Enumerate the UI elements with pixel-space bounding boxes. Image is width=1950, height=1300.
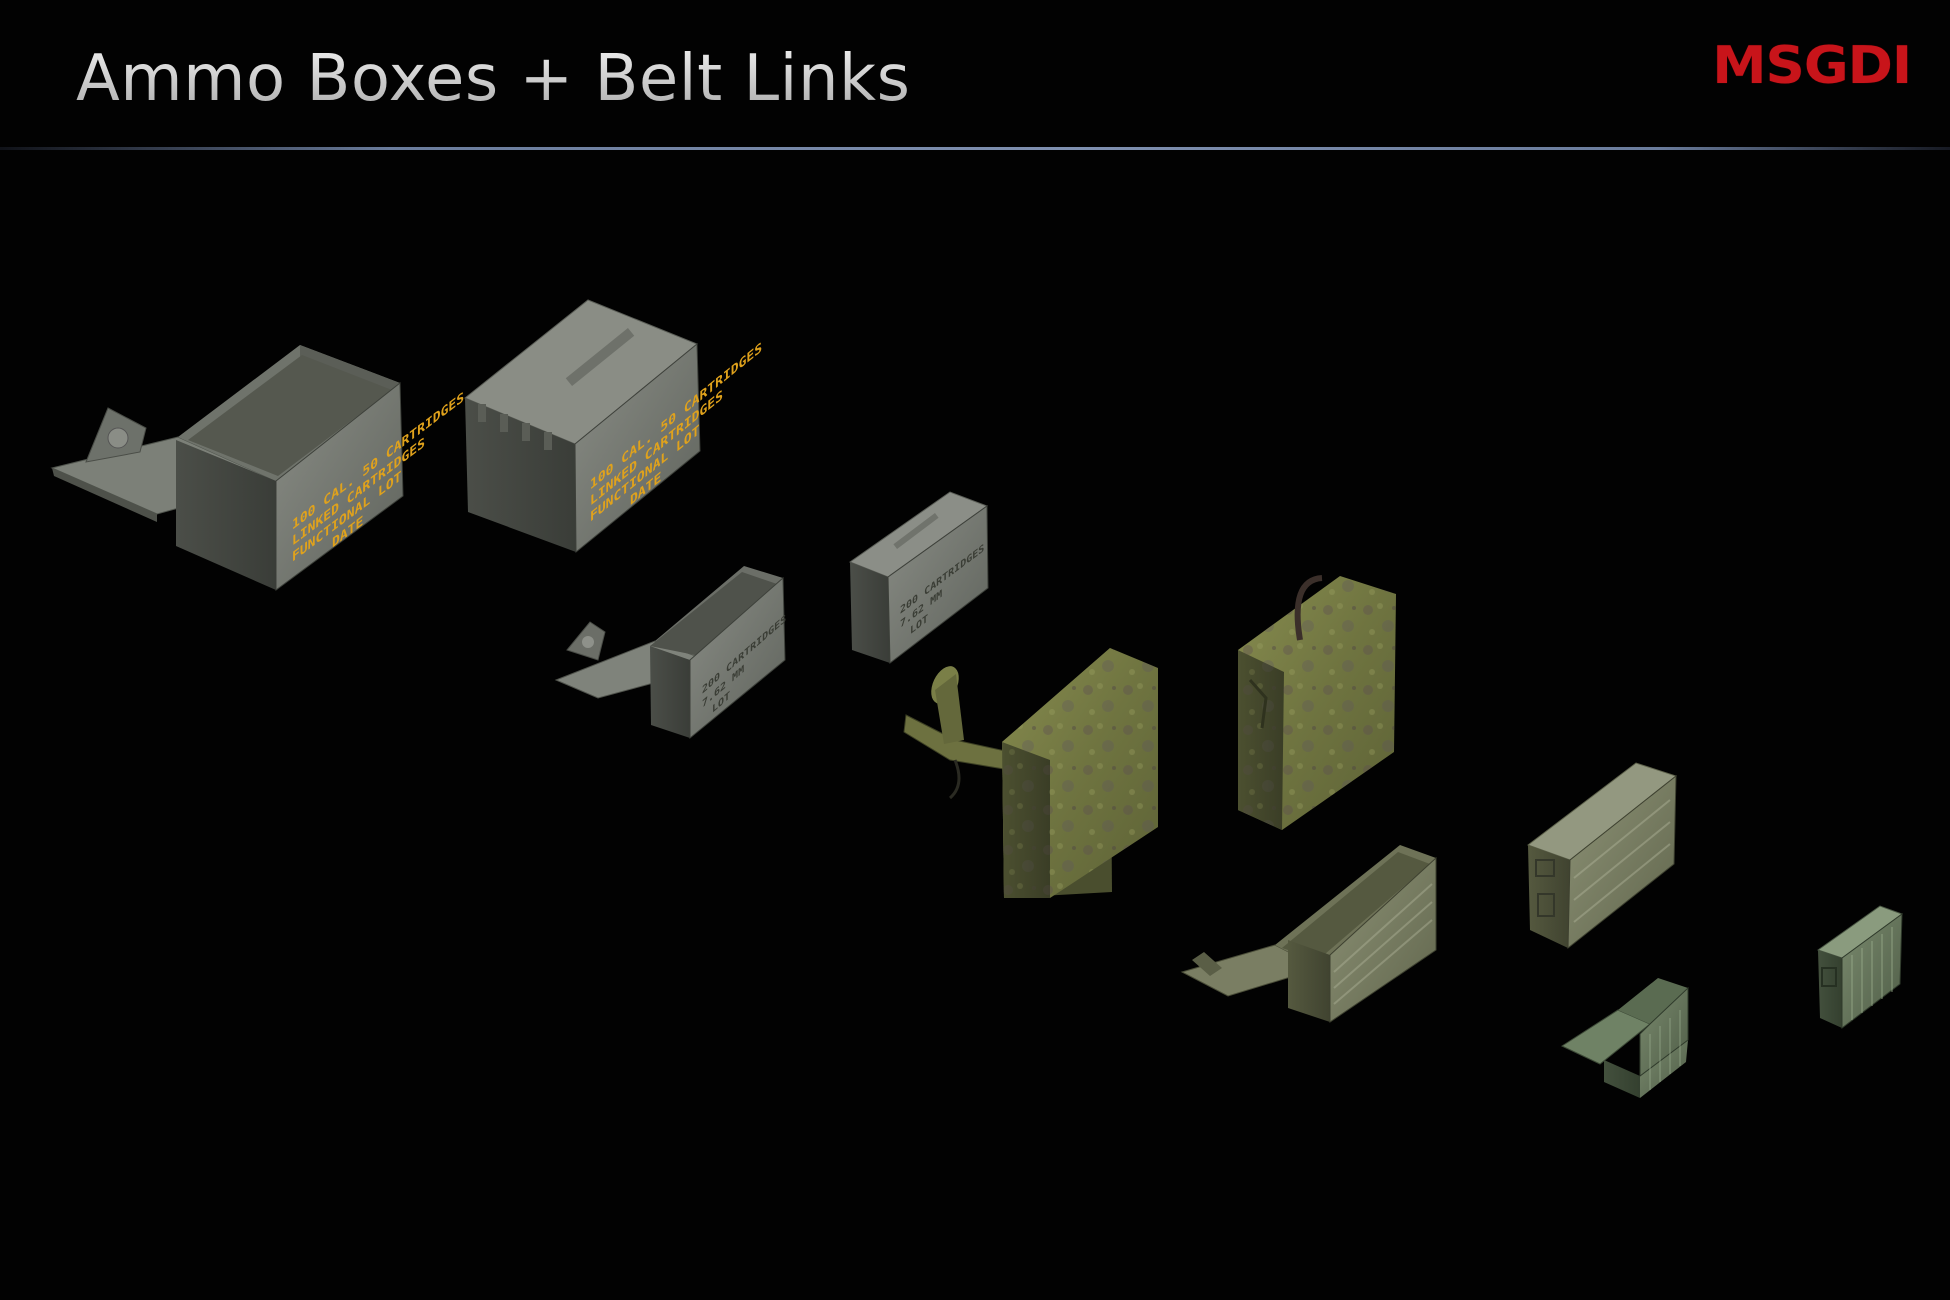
small-open-ammo-box: 200 CARTRIDGES 7.62 MM LOT — [554, 566, 786, 740]
ribbed-closed-ammo-box — [1526, 762, 1678, 950]
green-open-ammo-box — [903, 648, 1158, 898]
header: Ammo Boxes + Belt Links MSGDI — [0, 0, 1950, 150]
page-title: Ammo Boxes + Belt Links — [76, 42, 911, 116]
small-green-closed-box — [1816, 905, 1904, 1030]
green-closed-ammo-box — [1238, 575, 1396, 830]
header-divider — [0, 147, 1950, 150]
large-closed-ammo-box: 100 CAL. 50 CARTRIDGES LINKED CARTRIDGES… — [464, 299, 762, 554]
small-green-open-box — [1560, 978, 1689, 1098]
brand-logo: MSGDI — [1711, 36, 1912, 96]
ribbed-open-ammo-box — [1180, 845, 1437, 1023]
small-closed-ammo-box: 200 CARTRIDGES 7.62 MM LOT — [848, 491, 989, 664]
large-open-ammo-box: 100 CAL. 50 CARTRIDGES LINKED CARTRIDGES… — [50, 345, 464, 591]
